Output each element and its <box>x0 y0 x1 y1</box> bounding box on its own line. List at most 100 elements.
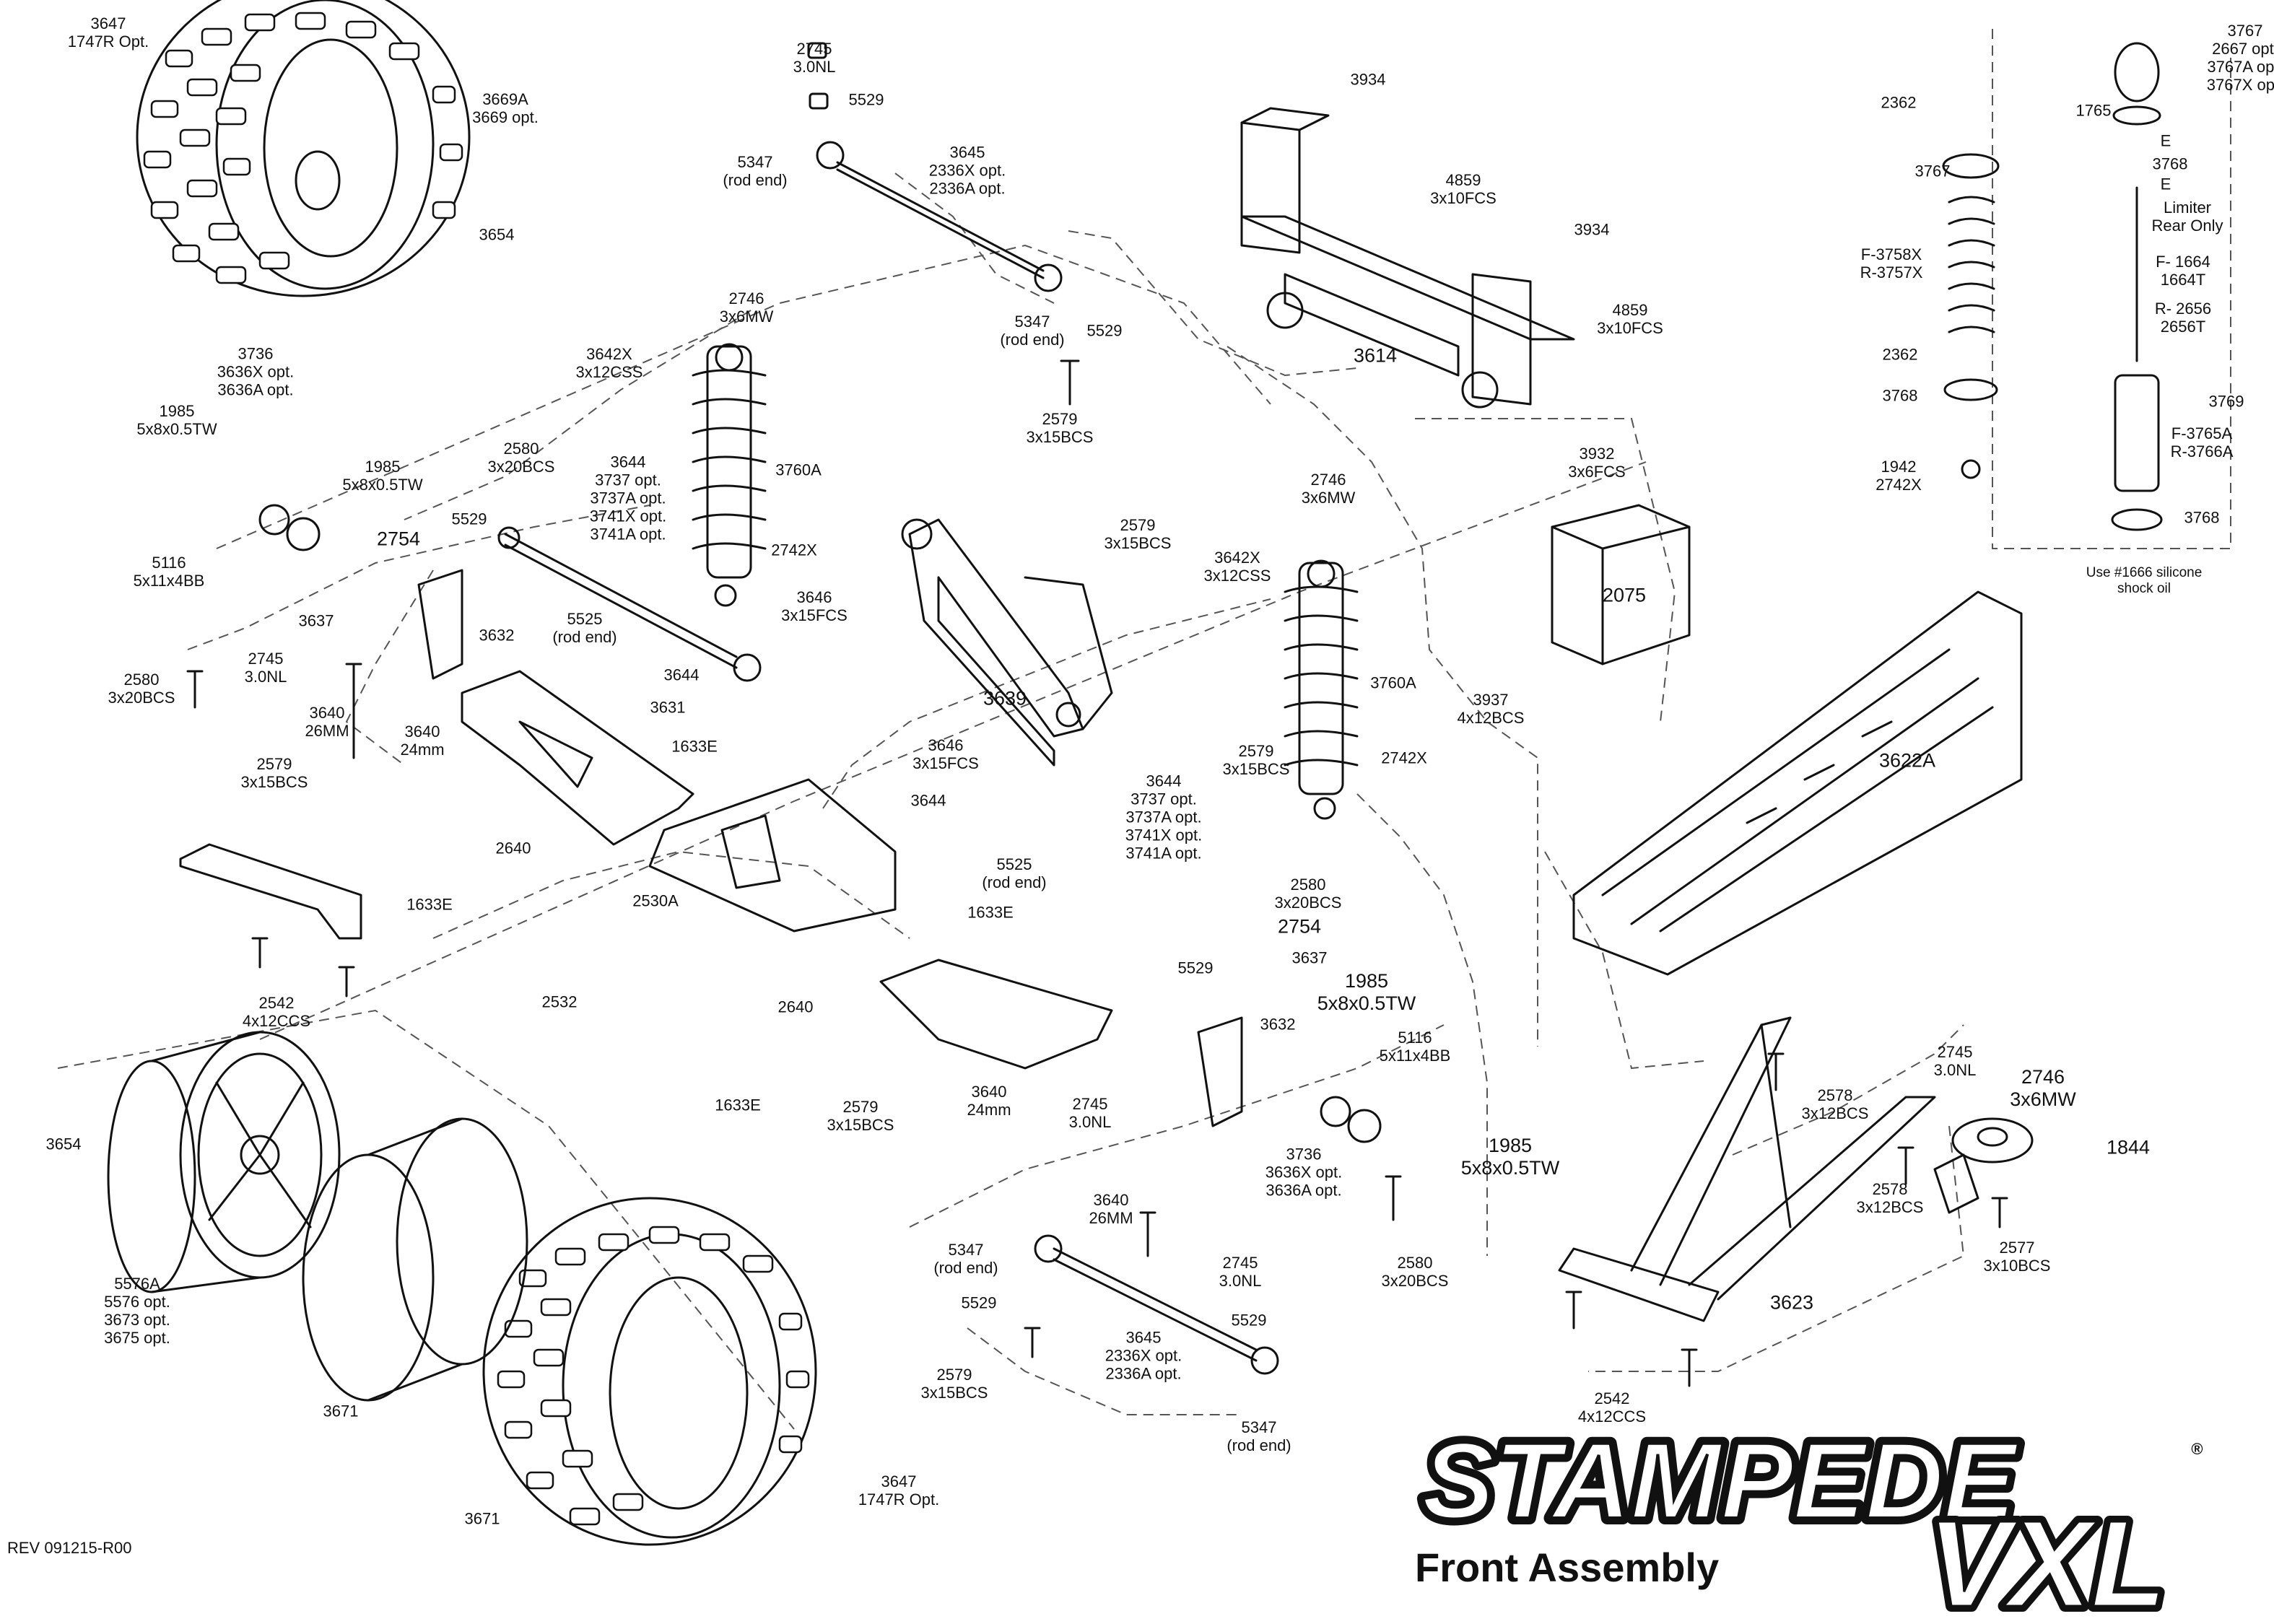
part-callout: 5525 (rod end) <box>982 855 1047 891</box>
part-callout: 3642X 3x12CSS <box>575 345 643 381</box>
part-callout: 3669A 3669 opt. <box>472 90 539 126</box>
assembly-subtitle: Front Assembly <box>1415 1545 1720 1590</box>
part-callout: 2578 3x12BCS <box>1856 1180 1924 1216</box>
part-callout: 3768 <box>2152 154 2188 173</box>
part-callout: 5576A 5576 opt. 3673 opt. 3675 opt. <box>104 1275 170 1347</box>
part-callout: 3768 <box>1882 386 1918 405</box>
upper-left-tire <box>136 0 471 297</box>
left-a-arm <box>461 670 694 846</box>
part-callout: 2577 3x10BCS <box>1983 1239 2051 1275</box>
part-callout: 2745 3.0NL <box>1068 1095 1112 1131</box>
part-callout: 3642X 3x12CSS <box>1203 549 1271 585</box>
part-callout: 3767 2667 opt. 3767A opt. 3767X opt. <box>2206 22 2274 94</box>
part-callout: 3623 <box>1769 1291 1814 1314</box>
part-callout: 3671 <box>323 1402 359 1420</box>
steering-knuckle-left <box>258 504 463 680</box>
part-callout: 3767 <box>1914 162 1951 180</box>
part-callout: 2579 3x15BCS <box>920 1366 988 1402</box>
part-callout: 3645 2336X opt. 2336A opt. <box>1105 1328 1182 1383</box>
part-callout: 2579 3x15BCS <box>1104 516 1172 552</box>
part-callout: 2742X <box>1381 748 1427 767</box>
lower-right-tire <box>482 1197 817 1546</box>
part-callout: 1633E <box>967 903 1014 922</box>
part-callout: 5347 (rod end) <box>1227 1418 1291 1454</box>
part-callout: 2542 4x12CCS <box>242 994 311 1030</box>
logo-title-text: STAMPEDE <box>1422 1433 2018 1541</box>
part-callout: 3647 1747R Opt. <box>67 14 149 51</box>
right-a-arm <box>879 959 1113 1070</box>
part-callout: 2754 <box>376 528 421 550</box>
part-callout: 2075 <box>1602 584 1647 606</box>
chassis <box>1572 590 2023 976</box>
part-callout: 2746 3x6MW <box>2010 1066 2076 1110</box>
foam-insert <box>302 1117 528 1402</box>
front-bumper-brace <box>1558 1016 1936 1322</box>
part-callout: 3736 3636X opt. 3636A opt. <box>217 344 295 399</box>
shock-oil-note: Use #1666 silicone shock oil <box>2086 565 2203 596</box>
shock-tower <box>901 518 1113 767</box>
part-callout: 5347 (rod end) <box>1000 313 1065 349</box>
part-callout: 5347 (rod end) <box>933 1241 998 1277</box>
part-callout: 3644 3737 opt. 3737A opt. 3741X opt. 374… <box>589 453 667 543</box>
part-callout: 3640 26MM <box>1089 1191 1133 1227</box>
part-callout: 1765 <box>2075 101 2112 120</box>
part-callout: 2746 3x6MW <box>1301 471 1356 507</box>
part-callout: 3647 1747R Opt. <box>858 1472 940 1509</box>
part-callout: 2362 <box>1882 345 1918 364</box>
part-callout: 1985 5x8x0.5TW <box>136 402 217 438</box>
part-callout: F-3765A R-3766A <box>2170 424 2234 460</box>
part-callout: 3654 <box>45 1135 82 1153</box>
part-callout: 1985 5x8x0.5TW <box>1460 1135 1560 1179</box>
part-callout: 3646 3x15FCS <box>912 736 979 772</box>
bulkhead <box>648 778 897 933</box>
front-shock-left <box>692 343 767 607</box>
steering-knuckle-right <box>1197 1016 1382 1143</box>
part-callout: 3640 26MM <box>305 704 349 740</box>
part-callout: 3622A <box>1878 749 1936 772</box>
part-callout: 1633E <box>715 1096 761 1114</box>
part-callout: 3632 <box>1260 1015 1296 1034</box>
part-callout: 2745 3.0NL <box>793 40 836 76</box>
part-callout: 5529 <box>1231 1311 1267 1330</box>
part-callout: E <box>2160 175 2171 193</box>
part-callout: 3937 4x12BCS <box>1457 691 1525 727</box>
part-callout: 4859 3x10FCS <box>1597 301 1663 337</box>
part-callout: 3637 <box>1291 948 1328 967</box>
part-callout: 4859 3x10FCS <box>1430 171 1497 207</box>
part-callout: 5525 (rod end) <box>552 610 617 646</box>
part-callout: 5529 <box>1177 959 1214 977</box>
part-callout: 2746 3x6MW <box>719 289 774 326</box>
part-callout: 2532 <box>541 992 578 1011</box>
part-callout: 1633E <box>406 895 453 914</box>
part-callout: 3644 <box>910 791 946 810</box>
part-callout: 2742X <box>771 541 817 559</box>
part-callout: 3760A <box>1370 673 1416 692</box>
part-callout: F-3758X R-3757X <box>1860 245 1923 281</box>
part-callout: 3934 <box>1350 70 1386 89</box>
revision-code: REV 091215-R00 <box>7 1539 132 1557</box>
part-callout: 3932 3x6FCS <box>1568 445 1626 481</box>
skid-plate <box>179 843 362 940</box>
part-callout: 3640 24mm <box>967 1083 1011 1119</box>
part-callout: 2542 4x12CCS <box>1577 1389 1647 1426</box>
part-callout: 2580 3x20BCS <box>1381 1254 1449 1290</box>
part-callout: 2745 3.0NL <box>244 650 287 686</box>
front-tie-rod-upper <box>807 42 1063 292</box>
registered-mark: ® <box>2191 1440 2203 1458</box>
part-callout: 3645 2336X opt. 2336A opt. <box>928 143 1006 198</box>
part-callout: 3644 3737 opt. 3737A opt. 3741X opt. 374… <box>1125 772 1203 863</box>
shock-exploded-parts <box>1942 42 2163 531</box>
part-callout: 1844 <box>2106 1136 2151 1158</box>
hardware-screws <box>186 359 2008 1387</box>
dashed-assembly-guides <box>57 29 2231 1430</box>
part-callout: 1942 2742X <box>1876 458 1922 494</box>
part-callout: 5529 <box>451 510 487 528</box>
vxl-logo: VXL VXL <box>1922 1505 2172 1620</box>
part-callout: 3768 <box>2184 508 2220 527</box>
part-callout: 2745 3.0NL <box>1933 1043 1977 1079</box>
part-callout: 3760A <box>775 460 822 479</box>
part-callout: 2640 <box>495 839 531 857</box>
part-callout: 3631 <box>650 698 686 717</box>
part-callout: 1985 5x8x0.5TW <box>1317 970 1416 1014</box>
